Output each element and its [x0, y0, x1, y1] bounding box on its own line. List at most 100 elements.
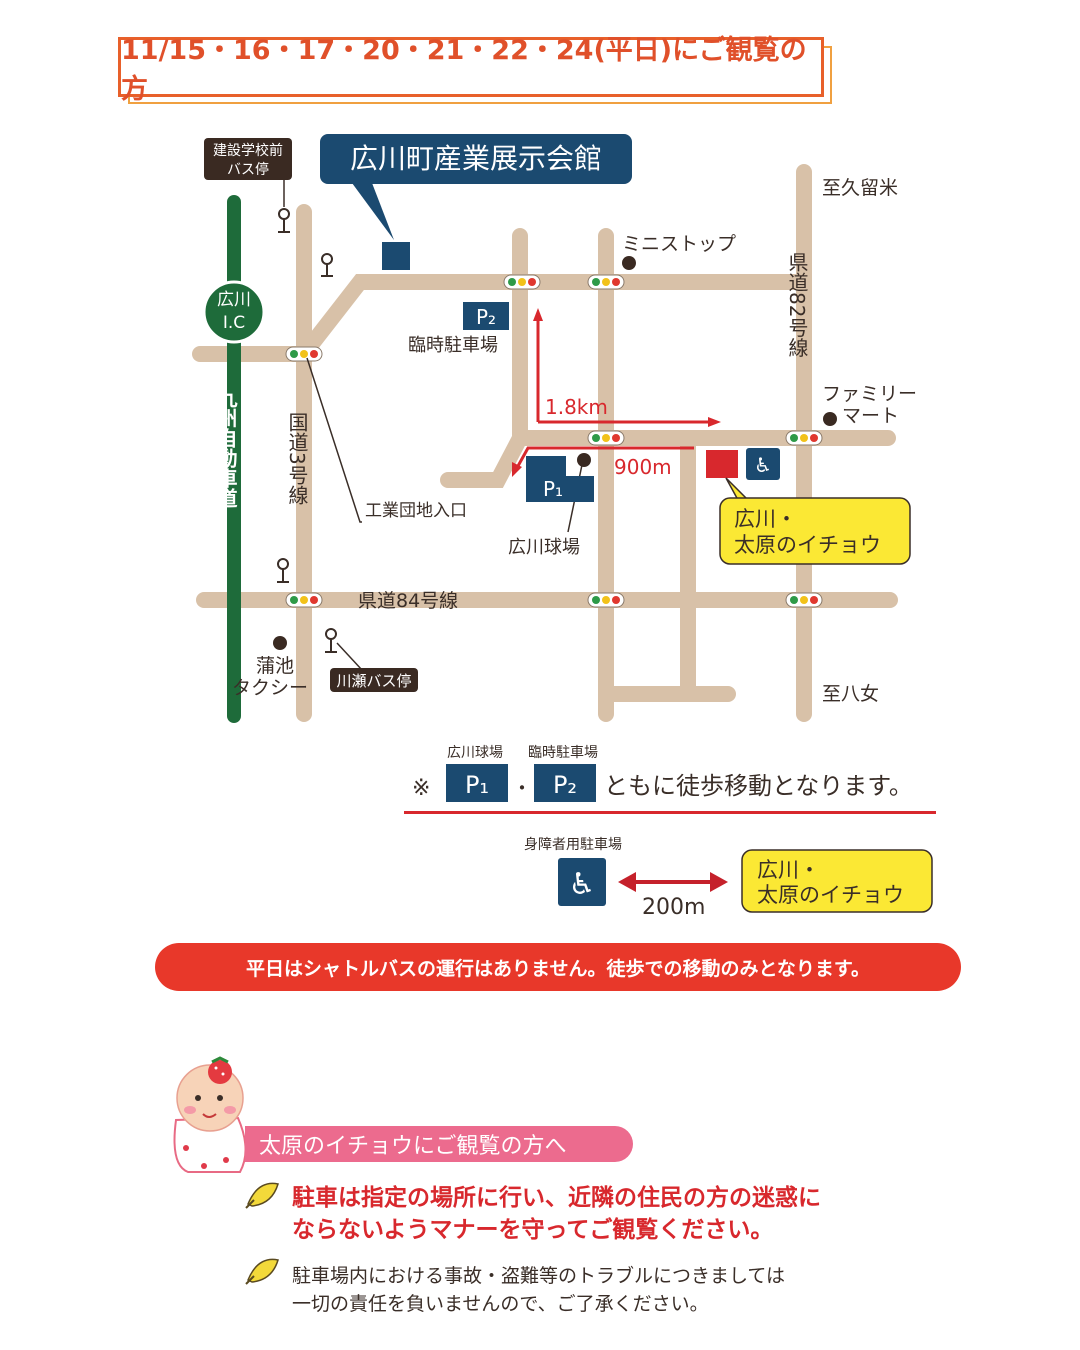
p1-marker-label: P₁	[543, 477, 563, 501]
p2-label: 臨時駐車場	[408, 335, 498, 356]
accessible-dest-box	[741, 849, 933, 913]
signal-lamp	[602, 278, 610, 286]
bus-stop-school-label: 建設学校前	[213, 142, 283, 159]
note-dot: ・	[512, 776, 532, 800]
visitors-heading: 太原のイチョウにご観覧の方へ	[245, 1126, 633, 1162]
note-p2-caption: 臨時駐車場	[528, 744, 598, 761]
bus-stop-pins	[277, 208, 337, 653]
ginkgo-leaf-icon	[245, 1258, 279, 1285]
distance-900m: 900m	[614, 455, 672, 479]
road-upper	[296, 274, 812, 362]
ic-label: I.C	[223, 313, 245, 333]
ginkgo-callout-pointer	[725, 477, 750, 501]
wheelchair-large-icon: ♿	[569, 867, 596, 902]
ginkgo-callout	[719, 497, 911, 565]
no-shuttle-banner: 平日はシャトルバスの運行はありません。徒歩での移動のみとなります。	[155, 943, 961, 991]
route3-label: 国道3号線	[285, 412, 309, 505]
note-mark: ※	[412, 776, 430, 801]
distance-1-8km: 1.8km	[545, 395, 608, 419]
familymart-dot	[823, 412, 837, 426]
note-p2-label: P₂	[553, 771, 577, 799]
note-p2-marker	[534, 764, 596, 802]
signal-lamp	[810, 596, 818, 604]
notice-line: 駐車は指定の場所に行い、近隣の住民の方の迷惑に	[292, 1185, 821, 1211]
pref84-label: 県道84号線	[358, 590, 458, 612]
stadium-label: 広川球場	[508, 537, 580, 558]
signal-lamp	[790, 434, 798, 442]
stadium-dot	[577, 453, 591, 467]
road-stadium-branch	[440, 430, 528, 488]
p2-marker-label: P₂	[476, 305, 496, 329]
note-p1-label: P₁	[465, 771, 489, 799]
hall-label: 広川町産業展示会館	[350, 142, 602, 175]
signal-lamp	[810, 434, 818, 442]
liability-notice: 駐車場内における事故・盗難等のトラブルにつきましては 一切の責任を負いませんので…	[292, 1262, 992, 1318]
hall-callout-pointer	[352, 183, 394, 240]
signal-lamp	[790, 596, 798, 604]
bus-stop-pin-icon	[278, 208, 290, 233]
accessible-parking-icon	[746, 448, 780, 480]
signal-lamp	[592, 434, 600, 442]
arrow-up-icon	[533, 308, 543, 321]
bus-stop-pin-icon	[321, 253, 333, 277]
note-divider	[404, 811, 936, 814]
walking-route	[512, 308, 721, 477]
page-title: 11/15・16・17・20・21・22・24(平日)にご観覧の方	[118, 35, 824, 105]
familymart-label: マート	[842, 405, 899, 427]
parking-manner-notice: 駐車は指定の場所に行い、近隣の住民の方の迷惑に ならないようマナーを守ってご観覧…	[292, 1182, 992, 1246]
signal-lamp	[612, 278, 620, 286]
ginkgo-marker	[706, 450, 738, 478]
p1-marker	[526, 456, 594, 502]
signal-lamp	[508, 278, 516, 286]
accessible-parking-large-icon	[558, 858, 606, 906]
ginkgo-label: 太原のイチョウ	[734, 533, 881, 557]
ginkgo-leaf-icon	[245, 1182, 279, 1209]
hall-callout	[320, 134, 632, 184]
mascot-illustration	[173, 1056, 247, 1173]
signal-lamp	[290, 350, 298, 358]
accessible-caption: 身障者用駐車場	[524, 836, 622, 853]
signal-lamp	[592, 596, 600, 604]
accessible-distance: 200m	[642, 895, 705, 920]
to-yame-label: 至八女	[822, 683, 879, 705]
signal-lamp	[528, 278, 536, 286]
taxi-dot	[273, 636, 287, 650]
note-text: ともに徒歩移動となります。	[604, 772, 913, 800]
taxi-label: タクシー	[232, 677, 308, 699]
note-p1-caption: 広川球場	[447, 745, 503, 761]
bus-stop-school-badge	[204, 138, 292, 180]
signal-lamp	[290, 596, 298, 604]
notice-line: 駐車場内における事故・盗難等のトラブルにつきましては	[292, 1265, 786, 1287]
bus-stop-pin-icon	[277, 558, 289, 583]
kawase-bus-label: 川瀬バス停	[336, 672, 411, 690]
ministop-label: ミニストップ	[622, 233, 736, 255]
traffic-signals	[285, 274, 823, 608]
taxi-label: 蒲池	[256, 655, 294, 677]
signal-lamp	[310, 596, 318, 604]
signal-lamp	[612, 596, 620, 604]
notice-line: 一切の責任を負いませんので、ご了承ください。	[292, 1293, 709, 1315]
notice-line: ならないようマナーを守ってご観覧ください。	[292, 1217, 774, 1243]
signal-lamp	[300, 350, 308, 358]
kawase-bus-badge	[330, 668, 418, 692]
signal-lamp	[602, 434, 610, 442]
signal-lamp	[592, 278, 600, 286]
arrow-right-icon	[708, 417, 721, 427]
ic-label: 広川	[217, 290, 251, 310]
p2-marker	[463, 302, 509, 330]
signal-lamp	[800, 596, 808, 604]
ginkgo-label: 広川・	[734, 507, 797, 531]
signal-lamp	[602, 596, 610, 604]
industrial-entrance-label: 工業団地入口	[365, 501, 467, 521]
bus-stop-pin-icon	[325, 628, 337, 653]
to-kurume-label: 至久留米	[822, 177, 898, 199]
accessible-dest-label: 太原のイチョウ	[757, 883, 904, 907]
expressway-label: 九州自動車道	[214, 388, 238, 508]
hall-marker	[382, 242, 410, 270]
note-p1-marker	[446, 764, 508, 802]
arrow-down-left-icon	[512, 462, 522, 477]
ministop-dot	[622, 256, 636, 270]
signal-lamp	[612, 434, 620, 442]
bus-stop-school-label: バス停	[227, 161, 269, 178]
